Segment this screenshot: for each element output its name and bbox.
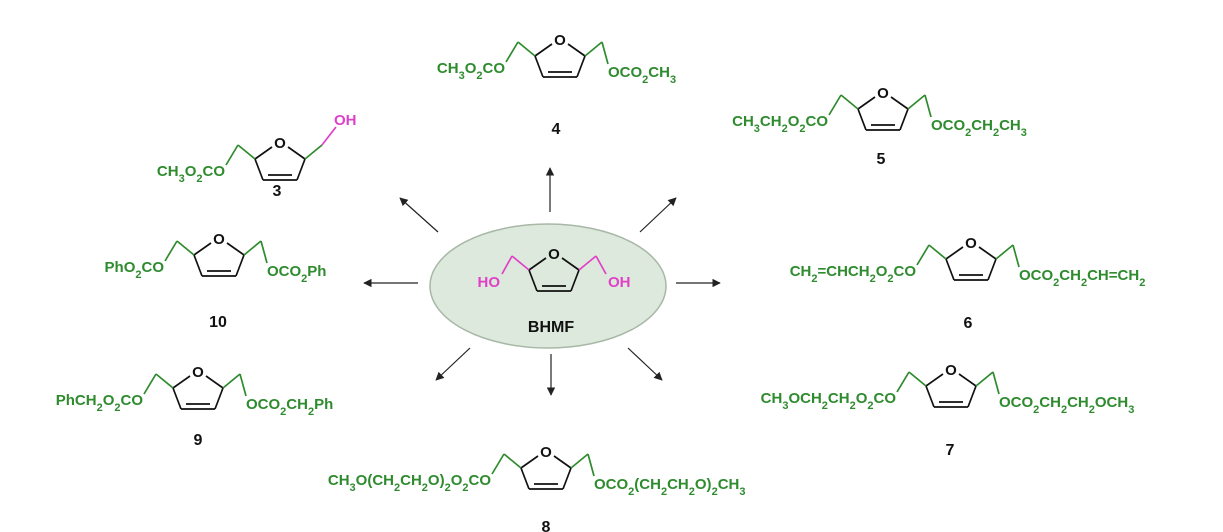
right-substituent: OCO2(CH2CH2O)2CH3 [594, 476, 745, 498]
right-substituent: OH [334, 112, 357, 129]
right-linker [570, 453, 595, 477]
bhmf-left-hydroxyl: HO [478, 274, 501, 291]
bhmf-label: BHMF [528, 319, 574, 336]
furan-ring [945, 246, 997, 281]
furan-ring [193, 242, 245, 277]
bhmf-ring-oxygen: O [548, 246, 560, 263]
arrow-to-5 [639, 197, 677, 233]
right-substituent: OCO2CH2CH3 [931, 117, 1027, 139]
left-substituent: CH3O2CO [157, 163, 225, 185]
right-substituent: OCO2CH3 [608, 64, 676, 86]
compound-number: 10 [209, 314, 227, 331]
arrow-to-7 [627, 347, 663, 381]
compound-10: O PhO2CO OCO2Ph [105, 231, 327, 285]
right-substituent: OCO2CH2CH2OCH3 [999, 394, 1134, 416]
compound-8: O CH3O(CH2CH2O)2O2CO OCO2(CH2CH2O)2CH3 [328, 444, 746, 498]
right-linker [304, 126, 337, 160]
arrow-to-3 [399, 197, 439, 233]
compound-number: 9 [194, 432, 203, 449]
bhmf-center: O HO OH BHMF [429, 223, 667, 349]
left-linker [896, 371, 927, 393]
left-linker [916, 244, 947, 266]
ring-oxygen: O [554, 32, 566, 49]
compound-7: O CH3OCH2CH2O2CO OCO2CH2CH2OCH3 [761, 362, 1135, 416]
left-linker [225, 144, 256, 166]
ring-oxygen: O [965, 235, 977, 252]
right-linker [995, 244, 1020, 268]
furan-ring [534, 43, 586, 78]
furan-ring [925, 373, 977, 408]
compound-number: 7 [946, 442, 955, 459]
right-linker [907, 94, 932, 118]
compound-3: O CH3O2CO OH [157, 112, 357, 185]
furan-ring [520, 455, 572, 490]
ring-oxygen: O [540, 444, 552, 461]
right-linker [243, 240, 268, 264]
left-substituent: CH2=CHCH2O2CO [790, 263, 917, 285]
compound-number: 6 [964, 315, 973, 332]
compound-4: O CH3O2CO OCO2CH3 [437, 32, 676, 86]
left-substituent: CH3O(CH2CH2O)2O2CO [328, 472, 491, 494]
left-linker [164, 240, 195, 262]
bhmf-right-hydroxyl: OH [608, 274, 631, 291]
compound-number: 5 [877, 151, 886, 168]
left-linker [491, 453, 522, 475]
furan-ring [254, 146, 306, 181]
compound-number: 3 [273, 183, 282, 200]
compound-9: O PhCH2O2CO OCO2CH2Ph [56, 364, 334, 418]
ring-oxygen: O [213, 231, 225, 248]
left-substituent: CH3OCH2CH2O2CO [761, 390, 897, 412]
bhmf-furan: O HO OH [478, 246, 631, 292]
left-linker [143, 373, 174, 395]
left-substituent: CH3CH2O2CO [732, 113, 828, 135]
ring-oxygen: O [877, 85, 889, 102]
ring-oxygen: O [945, 362, 957, 379]
left-substituent: CH3O2CO [437, 60, 505, 82]
right-linker [584, 41, 609, 65]
right-substituent: OCO2Ph [267, 263, 326, 285]
furan-ring [857, 96, 909, 131]
arrows [363, 167, 721, 396]
ring-oxygen: O [274, 135, 286, 152]
compound-6: O CH2=CHCH2O2CO OCO2CH2CH=CH2 [790, 235, 1146, 289]
right-substituent: OCO2CH2Ph [246, 396, 333, 418]
arrow-to-9 [435, 347, 471, 381]
furan-ring [172, 375, 224, 410]
compound-number: 4 [552, 121, 561, 138]
left-linker [505, 41, 536, 63]
compound-5: O CH3CH2O2CO OCO2CH2CH3 [732, 85, 1027, 139]
compound-number: 8 [542, 519, 551, 532]
left-substituent: PhCH2O2CO [56, 392, 144, 414]
right-linker [222, 373, 247, 397]
left-substituent: PhO2CO [105, 259, 165, 281]
ring-oxygen: O [192, 364, 204, 381]
left-linker [828, 94, 859, 116]
right-substituent: OCO2CH2CH=CH2 [1019, 267, 1145, 289]
right-linker [975, 371, 1000, 395]
